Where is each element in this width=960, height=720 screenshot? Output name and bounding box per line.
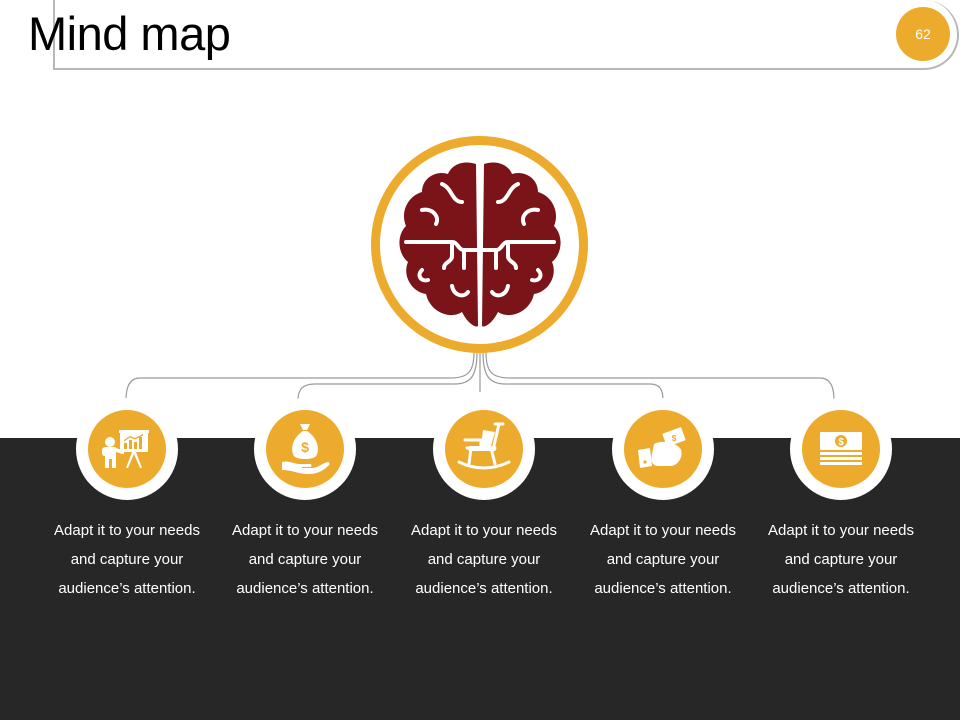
caption-4: Adapt it to your needs and capture your … [590, 522, 736, 597]
node-4: $ [612, 398, 714, 500]
node-5: $ [790, 398, 892, 500]
brain-icon [399, 160, 561, 332]
rocking-chair-icon [457, 422, 511, 470]
title-bar [53, 0, 959, 70]
node-3 [433, 398, 535, 500]
node-2: $ [254, 398, 356, 500]
node-1 [76, 398, 178, 500]
page-number-badge: 62 [896, 7, 950, 61]
caption-5: Adapt it to your needs and capture your … [768, 522, 914, 597]
cash-stack-icon: $ [820, 432, 862, 465]
svg-text:$: $ [672, 434, 677, 443]
svg-text:$: $ [301, 439, 309, 455]
presentation-chart-icon [102, 430, 149, 468]
money-bag-hand-icon: $ [282, 424, 330, 474]
caption-1: Adapt it to your needs and capture your … [54, 522, 200, 597]
svg-text:$: $ [838, 437, 844, 448]
wallet-cash-icon: $ [638, 427, 686, 468]
caption-2: Adapt it to your needs and capture your … [232, 522, 378, 597]
caption-3: Adapt it to your needs and capture your … [411, 522, 557, 597]
page-title: Mind map [28, 7, 231, 60]
